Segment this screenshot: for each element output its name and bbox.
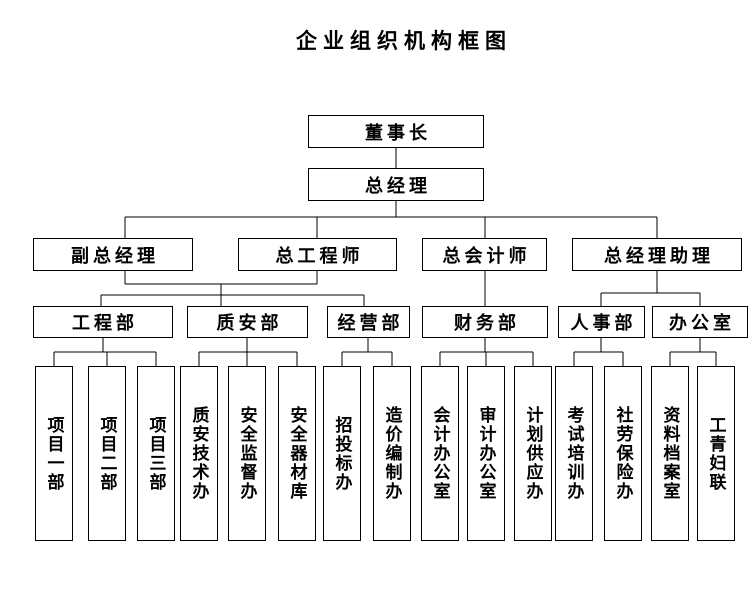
- node-audit-office: 审计办公室: [467, 366, 505, 541]
- node-social-labor-insurance-office: 社劳保险办: [604, 366, 642, 541]
- node-project-dept-2: 项目二部: [88, 366, 126, 541]
- node-exam-training-office: 考试培训办: [555, 366, 593, 541]
- node-chairman: 董事长: [308, 115, 484, 148]
- node-label: 财务部: [454, 313, 520, 333]
- node-label: 招投标办: [332, 415, 352, 492]
- node-label: 项目三部: [146, 415, 166, 492]
- node-label: 会计办公室: [430, 406, 450, 501]
- node-union-youth-women-federation: 工青妇联: [697, 366, 735, 541]
- node-deputy-general-manager: 副总经理: [33, 238, 193, 271]
- node-operations-dept: 经营部: [327, 306, 410, 338]
- node-gm-assistant: 总经理助理: [572, 238, 742, 271]
- node-label: 经营部: [337, 313, 404, 333]
- node-project-dept-1: 项目一部: [35, 366, 73, 541]
- node-hr-dept: 人事部: [558, 306, 645, 338]
- node-label: 办公室: [669, 313, 735, 333]
- node-label: 审计办公室: [476, 406, 496, 501]
- node-label: 质安部: [216, 313, 283, 333]
- node-label: 计划供应办: [523, 406, 543, 501]
- node-finance-dept: 财务部: [422, 306, 548, 338]
- node-label: 考试培训办: [564, 406, 584, 501]
- node-label: 董事长: [365, 122, 431, 143]
- node-planning-supply-office: 计划供应办: [514, 366, 552, 541]
- node-label: 总工程师: [275, 245, 364, 266]
- diagram-title: 企业组织机构框图: [296, 30, 512, 53]
- node-label: 工程部: [72, 313, 138, 333]
- node-cost-estimation-office: 造价编制办: [373, 366, 411, 541]
- node-admin-office: 办公室: [652, 306, 748, 338]
- node-label: 总经理: [365, 175, 431, 196]
- node-label: 造价编制办: [382, 406, 402, 501]
- node-label: 项目一部: [44, 415, 64, 492]
- node-general-manager: 总经理: [308, 168, 484, 201]
- node-quality-safety-tech-office: 质安技术办: [180, 366, 218, 541]
- node-accounting-office: 会计办公室: [421, 366, 459, 541]
- node-label: 副总经理: [71, 245, 159, 266]
- node-label: 安全器材库: [287, 406, 307, 501]
- node-label: 工青妇联: [706, 415, 726, 492]
- node-label: 社劳保险办: [613, 406, 633, 501]
- node-label: 总经理助理: [604, 245, 714, 266]
- node-label: 质安技术办: [189, 406, 209, 501]
- node-quality-safety-dept: 质安部: [187, 306, 308, 338]
- node-chief-engineer: 总工程师: [238, 238, 397, 271]
- node-project-dept-3: 项目三部: [137, 366, 175, 541]
- node-label: 总会计师: [442, 245, 531, 266]
- node-label: 资料档案室: [660, 406, 680, 501]
- node-label: 项目二部: [97, 415, 117, 492]
- node-safety-equipment-warehouse: 安全器材库: [278, 366, 316, 541]
- node-archives-room: 资料档案室: [651, 366, 689, 541]
- node-label: 安全监督办: [237, 406, 257, 501]
- node-label: 人事部: [570, 313, 637, 333]
- node-chief-accountant: 总会计师: [422, 238, 547, 271]
- node-bidding-office: 招投标办: [323, 366, 361, 541]
- node-safety-supervision-office: 安全监督办: [228, 366, 266, 541]
- node-engineering-dept: 工程部: [33, 306, 173, 338]
